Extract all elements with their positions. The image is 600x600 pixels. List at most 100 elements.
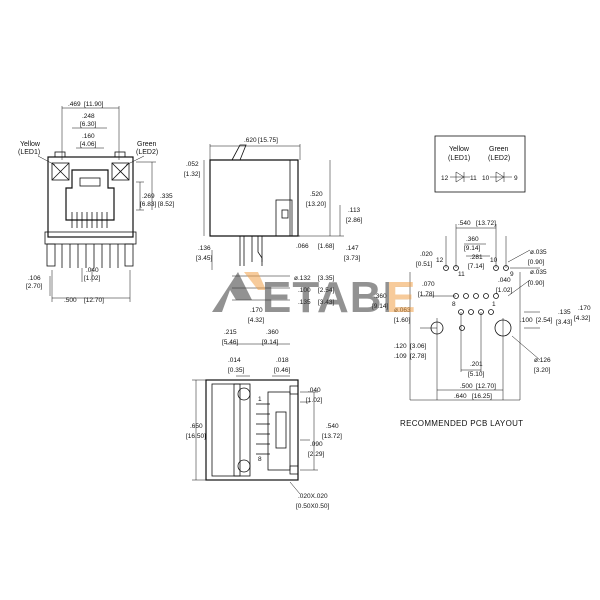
- dim-label: [0.51]: [416, 261, 432, 268]
- dim-label: [16.25]: [472, 393, 492, 400]
- dim-label: [5.46]: [222, 339, 238, 346]
- dim-label: [13.20]: [306, 201, 326, 208]
- dim-label: [3.45]: [196, 255, 212, 262]
- dim-label: [13.72]: [476, 220, 496, 227]
- led1-id-label: (LED1): [18, 149, 40, 156]
- dim-label: .469: [68, 101, 81, 108]
- dim-label: .100: [298, 287, 311, 294]
- dim-label: [12.70]: [476, 383, 496, 390]
- dim-label: [2.70]: [26, 283, 42, 290]
- led-box-green-id: (LED2): [488, 155, 510, 162]
- led2-id-label: (LED2): [136, 149, 158, 156]
- dim-label: .120: [394, 343, 407, 350]
- dim-label: [12.70]: [84, 297, 104, 304]
- pcb-layout-title: RECOMMENDED PCB LAYOUT: [400, 419, 523, 428]
- led2-color-label: Green: [137, 141, 157, 148]
- dim-label: .147: [346, 245, 359, 252]
- dim-label: .040: [86, 267, 99, 274]
- dim-label: [2.29]: [308, 451, 324, 458]
- dim-label: [4.06]: [80, 141, 96, 148]
- watermark-m-icon-part: [244, 272, 266, 290]
- pin-label: 1: [258, 396, 262, 403]
- dim-label: .540: [326, 423, 339, 430]
- rj45-opening: [65, 169, 115, 221]
- led-schematic-box: Yellow (LED1) Green (LED2) 12 11 10 9: [434, 135, 526, 193]
- pin-label: 10: [482, 175, 490, 182]
- dim-label: [1.60]: [394, 317, 410, 324]
- side-view: .620 [15.75] .052 [1.32] .520 [13.20] .1…: [184, 137, 362, 346]
- dim-label: [1.02]: [496, 287, 512, 294]
- front-legs: [46, 243, 134, 268]
- dim-label: [2.78]: [410, 353, 426, 360]
- dim-label: .620: [244, 137, 257, 144]
- dim-label: .113: [348, 207, 361, 214]
- dim-label: ø.063: [394, 307, 411, 314]
- bottom-pins: [256, 403, 270, 455]
- dim-label: ø.035: [530, 249, 547, 256]
- dim-label: ø.126: [534, 357, 551, 364]
- dim-label: .269: [142, 193, 155, 200]
- dim-label: [16.50]: [186, 433, 206, 440]
- led-box-yellow-id: (LED1): [448, 155, 470, 162]
- dim-label: .040: [308, 387, 321, 394]
- dim-label: [2.54]: [536, 317, 552, 324]
- pin-label: 12: [436, 257, 444, 264]
- dim-label: .109: [394, 353, 407, 360]
- dim-label: .066: [296, 243, 309, 250]
- bottom-body-outline: [205, 379, 299, 481]
- front-body-outline: [47, 156, 134, 238]
- dim-label: [1.32]: [184, 171, 200, 178]
- dim-label: [0.90]: [528, 280, 544, 287]
- dim-label: [13.72]: [322, 433, 342, 440]
- dim-label: [1.78]: [418, 291, 434, 298]
- dim-label: .335: [160, 193, 173, 200]
- dim-label: .500: [460, 383, 473, 390]
- dim-label: [1.02]: [84, 275, 100, 282]
- dim-label: [9.14]: [372, 303, 388, 310]
- pin-label: 9: [510, 271, 514, 278]
- dim-label: [11.90]: [84, 101, 104, 108]
- pin-label: 11: [470, 175, 477, 182]
- bottom-view: .014 [0.35] .018 [0.46] .040 [1.02] .650…: [186, 357, 342, 510]
- dim-label: .136: [198, 245, 211, 252]
- dim-label: .040: [498, 277, 511, 284]
- led1-window: [51, 162, 70, 181]
- dim-label: .540: [458, 220, 471, 227]
- dim-label: [4.32]: [248, 317, 264, 324]
- dim-label: [4.32]: [574, 315, 590, 322]
- dim-label: [3.43]: [318, 299, 334, 306]
- led2-diode-icon: [495, 171, 505, 183]
- dim-label: ø.132: [294, 275, 311, 282]
- dim-label: .360: [466, 236, 479, 243]
- dim-label: .640: [454, 393, 467, 400]
- dim-label: .160: [82, 133, 95, 140]
- dim-label: [7.14]: [468, 263, 484, 270]
- dim-label: [3.35]: [318, 275, 334, 282]
- latch-tab: [231, 144, 247, 161]
- pin-label: 8: [452, 301, 456, 308]
- led-box-green: Green: [489, 146, 509, 153]
- dim-label: .135: [298, 299, 311, 306]
- watermark-m-icon: [212, 272, 252, 312]
- dim-label: .360: [266, 329, 279, 336]
- pin-label: 11: [458, 271, 465, 278]
- dim-label: .018: [276, 357, 289, 364]
- dim-label: .020: [420, 251, 433, 258]
- dim-label: [1.68]: [318, 243, 334, 250]
- side-body-outline: [209, 159, 299, 237]
- dim-label: .201: [470, 361, 483, 368]
- led1-color-label: Yellow: [20, 141, 41, 148]
- dim-label: .248: [82, 113, 95, 120]
- pcb-layout: .540 [13.72] .360 [9.14] .281 [7.14] .02…: [372, 220, 591, 428]
- led-box-yellow: Yellow: [449, 146, 470, 153]
- dim-label: .520: [310, 191, 323, 198]
- dim-label: .281: [470, 254, 483, 261]
- dim-label: [0.46]: [274, 367, 290, 374]
- pin-label: 9: [514, 175, 518, 182]
- dim-label: .052: [186, 161, 199, 168]
- front-contacts: [71, 212, 108, 228]
- led-box-frame: [434, 135, 526, 193]
- led1-diode-icon: [455, 171, 465, 183]
- dim-label: [15.75]: [258, 137, 278, 144]
